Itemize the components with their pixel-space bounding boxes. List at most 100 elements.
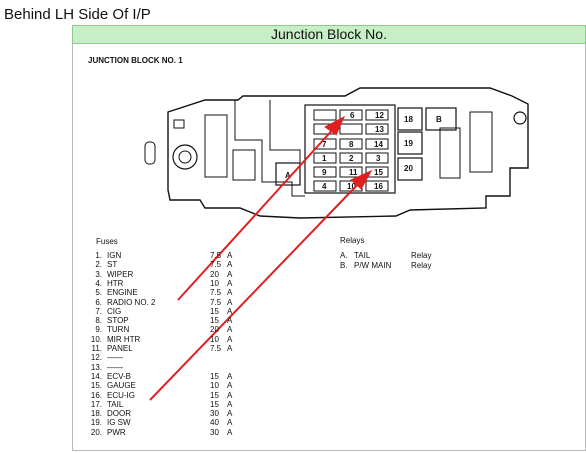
relay-type: Relay — [411, 260, 432, 270]
fuse-no: 3. — [95, 269, 102, 279]
slot-label: A — [285, 171, 291, 180]
relay-name: P/W MAIN — [354, 260, 392, 270]
slot-label: 11 — [349, 168, 358, 177]
fuse-name: STOP — [107, 316, 129, 326]
block-outline — [167, 87, 529, 219]
slot-label: 2 — [349, 154, 354, 163]
mount-hole-right — [513, 111, 527, 125]
fuse-value: 20 — [210, 325, 219, 335]
fuse-no: 13. — [90, 362, 102, 372]
arrow-ecu-ig — [149, 179, 363, 401]
slot-label: 13 — [375, 125, 384, 134]
relay-a-box — [275, 162, 301, 186]
header-title: Junction Block No. — [72, 25, 586, 44]
fuse-unit: A — [227, 316, 233, 326]
fuse-value: 7.5 — [210, 297, 222, 307]
fuse-name: ENGINE — [107, 288, 138, 298]
fuse-no: 5. — [95, 288, 102, 298]
slot-label: 1 — [322, 154, 327, 163]
fuse-name: WIPER — [107, 269, 134, 279]
fuse-unit: A — [227, 269, 233, 279]
slot-label: B — [436, 115, 442, 124]
fuse-no: 2. — [95, 260, 102, 270]
fuse-name: RADIO NO. 2 — [107, 297, 156, 307]
fuse-unit: A — [227, 278, 233, 288]
relay-id: A. — [340, 251, 348, 260]
fuse-unit: A — [227, 409, 233, 419]
location-title: Behind LH Side Of I/P — [4, 6, 151, 23]
fuse-name: IG SW — [107, 418, 131, 428]
fuse-no: 6. — [95, 297, 102, 307]
fuse-value: 15 — [210, 306, 219, 316]
fuse-unit: A — [227, 344, 233, 353]
fuse-unit: A — [227, 288, 233, 298]
fuse-no: 17. — [90, 399, 102, 409]
fuse-value: 15 — [210, 399, 219, 409]
fuse-value: 10 — [210, 381, 219, 391]
fuse-name: HTR — [107, 278, 124, 288]
fuse-unit: A — [227, 306, 233, 316]
fuse-value: 30 — [210, 409, 219, 419]
fuse-name: GAUGE — [107, 381, 136, 391]
fuse-value: 7.5 — [210, 251, 222, 260]
fuses-title: Fuses — [96, 237, 118, 246]
fuse-name: ECU-IG — [107, 390, 135, 400]
arrow-head-radio-no2 — [324, 115, 346, 136]
slot-label: 20 — [404, 164, 413, 173]
slot-label: 14 — [374, 140, 383, 149]
slot-label: 9 — [322, 168, 327, 177]
fuse-value: 30 — [210, 427, 219, 437]
block-title: JUNCTION BLOCK NO. 1 — [88, 56, 183, 65]
fuse-name: ST — [107, 260, 118, 270]
fuse-name: TAIL — [107, 399, 124, 409]
fuse-no: 20. — [90, 427, 102, 437]
fuse-name: PANEL — [107, 344, 133, 353]
fuse-name: MIR HTR — [107, 334, 141, 344]
fuse-unit: A — [227, 371, 233, 381]
fuse-unit: A — [227, 251, 233, 260]
arrow-radio-no2 — [177, 125, 337, 301]
fuse-value: 10 — [210, 278, 219, 288]
fuse-value: 7.5 — [210, 344, 222, 353]
fuse-value: 7.5 — [210, 260, 222, 270]
fuse-name: PWR — [107, 427, 126, 437]
slot-19 — [397, 131, 423, 155]
slot-label: 15 — [374, 168, 383, 177]
fuse-name: DOOR — [107, 409, 131, 419]
fuse-no: 4. — [95, 278, 102, 288]
fuse-name: TURN — [107, 325, 130, 335]
relays-title: Relays — [340, 236, 365, 245]
fuse-no: 12. — [90, 353, 102, 363]
fuse-unit: A — [227, 399, 233, 409]
slot-label: 19 — [404, 139, 413, 148]
fuse-unit: A — [227, 297, 233, 307]
fuse-unit: A — [227, 260, 233, 270]
relay-name: TAIL — [354, 251, 371, 260]
fuse-name: ECV-B — [107, 371, 132, 381]
slot-label: 12 — [375, 111, 384, 120]
mount-hole-left — [172, 144, 198, 170]
fuse-no: 7. — [95, 306, 102, 316]
slot-20 — [397, 157, 423, 181]
fuse-no: 1. — [95, 251, 102, 260]
fuse-unit: A — [227, 427, 233, 437]
relay-id: B. — [340, 260, 348, 270]
fuse-name: —— — [107, 362, 123, 372]
fuse-value: 15 — [210, 371, 219, 381]
slot-label: 10 — [347, 182, 356, 191]
fuse-no: 8. — [95, 316, 102, 326]
fuse-no: 16. — [90, 390, 102, 400]
fuse-name: IGN — [107, 251, 122, 260]
fuse-value: 15 — [210, 390, 219, 400]
slot-label: 3 — [376, 154, 381, 163]
fuse-unit: A — [227, 381, 233, 391]
fuse-no: 11. — [91, 344, 102, 353]
fuse-grid — [313, 109, 389, 192]
arrow-head-ecu-ig — [350, 169, 373, 190]
fuse-value: 20 — [210, 269, 219, 279]
fuse-unit: A — [227, 418, 233, 428]
fuse-name: CIG — [107, 306, 122, 316]
fuse-no: 15. — [90, 381, 102, 391]
relay-type: Relay — [411, 251, 432, 260]
fuse-value: 10 — [210, 334, 219, 344]
